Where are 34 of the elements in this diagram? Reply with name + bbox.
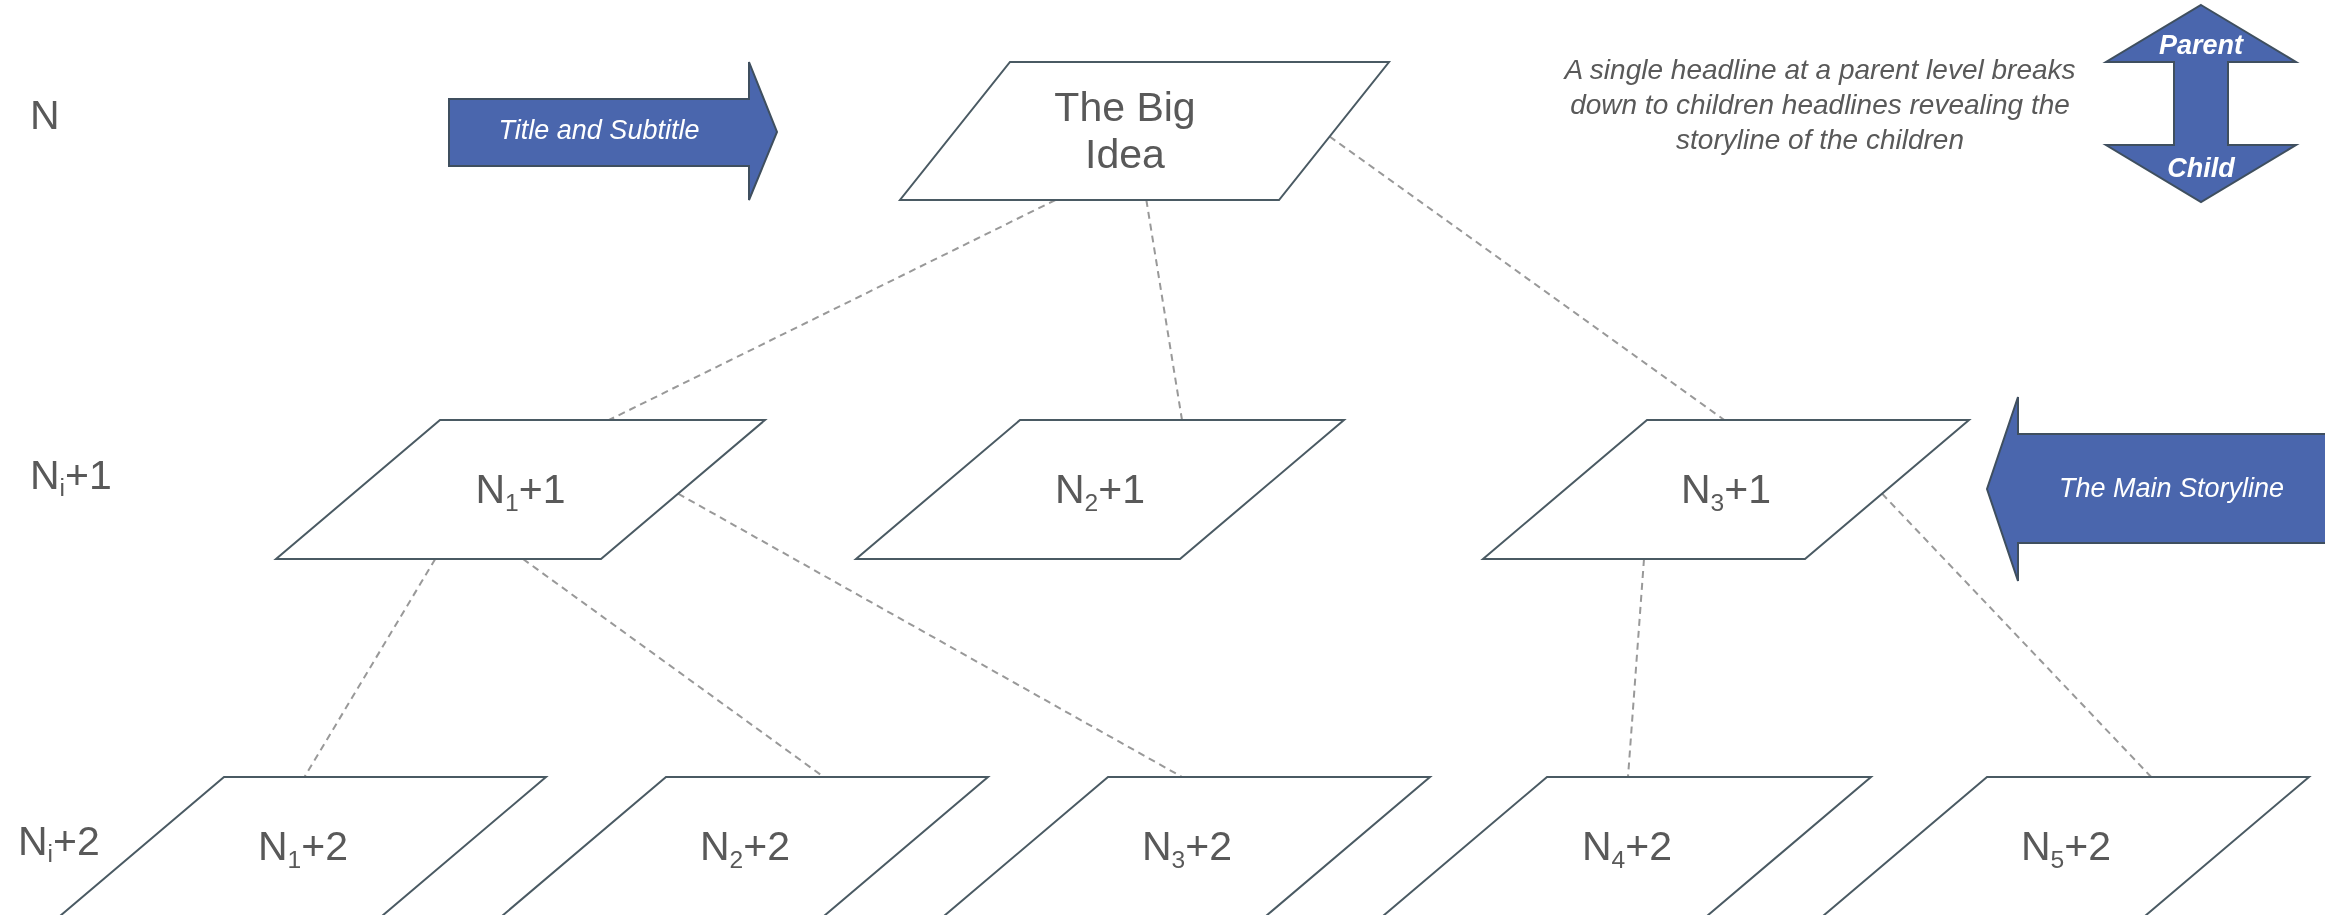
dashed-connector xyxy=(1627,558,1645,778)
parallelogram-box xyxy=(1823,777,2309,915)
level-label: N$_{i}$+1 xyxy=(30,452,112,499)
parallelogram-box xyxy=(900,62,1389,200)
description-text: A single headline at a parent level breaks down to children headlines revealing the storyline of the children xyxy=(1562,53,2077,157)
level-label: N$_{i}$+2 xyxy=(18,818,100,865)
node-label: N$_{2}$+1 xyxy=(1053,465,1146,514)
arrow-label: Parent xyxy=(2157,30,2245,62)
dashed-connector xyxy=(1881,492,2153,778)
parallelogram-box xyxy=(856,420,1344,559)
node-label: N$_{3}$+2 xyxy=(1140,822,1233,871)
node-label: N$_{4}$+2 xyxy=(1580,822,1673,871)
node-label: N$_{2}$+2 xyxy=(698,822,791,871)
dashed-connector xyxy=(608,199,1057,421)
arrow-label: Child xyxy=(2166,153,2236,185)
node-label: N$_{3}$+1 xyxy=(1679,465,1772,514)
dashed-connector xyxy=(1328,135,1726,421)
parallelogram-box xyxy=(1483,420,1969,559)
node-label: N$_{5}$+2 xyxy=(2019,822,2112,871)
node-label: N$_{1}$+2 xyxy=(256,822,349,871)
parallelogram-box xyxy=(944,777,1430,915)
dashed-connector xyxy=(303,558,437,778)
parallelogram-box xyxy=(502,777,988,915)
left-arrow-shape xyxy=(1987,397,2325,581)
dashed-connector xyxy=(677,492,1184,778)
dashed-connector xyxy=(1145,199,1183,421)
node-label: N$_{1}$+1 xyxy=(474,465,567,514)
level-label: N xyxy=(30,92,60,139)
parallelogram-box xyxy=(276,420,765,559)
parallelogram-box xyxy=(1383,777,1871,915)
arrow-label: The Main Storyline xyxy=(2057,473,2286,505)
right-arrow-shape xyxy=(449,62,777,200)
node-label: The Big Idea xyxy=(1053,83,1197,179)
arrow-label: Title and Subtitle xyxy=(497,115,701,147)
